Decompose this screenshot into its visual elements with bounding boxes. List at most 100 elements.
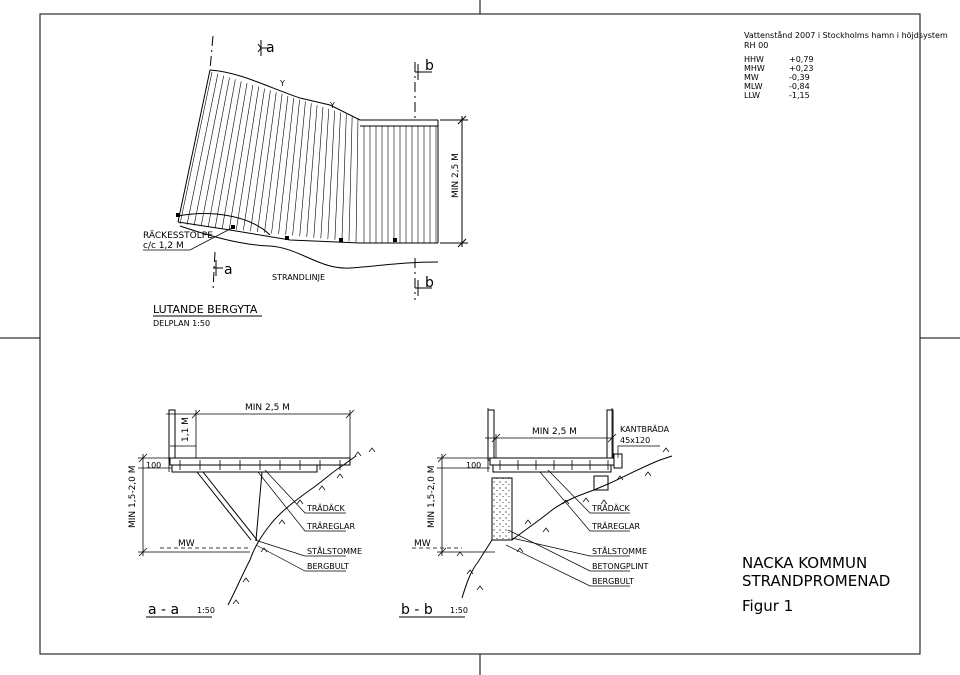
rock-mark <box>516 547 524 553</box>
label-trareglar-a: TRÄREGLAR <box>306 521 356 531</box>
water-level-system: RH 00 <box>744 41 768 50</box>
railing-posts <box>176 213 397 242</box>
deck-board-line <box>327 110 335 240</box>
deck-board-line <box>200 77 230 227</box>
rock-mark <box>232 599 240 605</box>
deck-board-line <box>264 94 283 233</box>
title-line-2: STRANDPROMENAD <box>742 572 890 590</box>
deck-board-line <box>348 116 353 242</box>
section-a-mw-label: MW <box>178 539 195 549</box>
wl-label-mlw: MLW <box>744 82 763 91</box>
rock-mark <box>466 569 474 575</box>
wl-label-hhw: HHW <box>744 55 764 64</box>
section-b: MIN 2,5 M 100 MIN 1,5-2,0 M MW KANTBRÄDA… <box>399 408 673 618</box>
section-a-title: a - a <box>148 602 179 618</box>
section-a-label-bottom: a <box>224 262 233 278</box>
section-a-leaders <box>254 469 346 572</box>
deck-board-line <box>257 92 277 232</box>
deck-board-line <box>285 99 300 235</box>
deck-board-line <box>334 112 341 240</box>
plan-width-dimension <box>440 115 468 248</box>
rock-mark <box>278 519 286 525</box>
section-marker-a-bottom <box>212 251 223 291</box>
section-marker-b-bottom <box>414 258 432 300</box>
wl-label-mhw: MHW <box>744 64 765 73</box>
post-label-1: RÄCKESSTOLPE <box>143 230 213 241</box>
label-bergbult-b: BERGBULT <box>592 577 634 586</box>
deck-board-line <box>214 81 242 228</box>
rock-profile-a <box>227 455 357 606</box>
section-marker-a-top <box>209 35 270 71</box>
section-b-mw-label: MW <box>414 539 431 549</box>
wl-value-llw: -1,15 <box>789 91 810 100</box>
deck-board-line <box>320 108 330 239</box>
deck-board-line <box>243 88 265 231</box>
wl-value-mlw: -0,84 <box>789 82 810 91</box>
title-line-1: NACKA KOMMUN <box>742 554 867 572</box>
wl-value-mhw: +0,23 <box>789 64 814 73</box>
deck-board-line <box>186 73 219 225</box>
section-b-label-top: b <box>425 58 434 74</box>
wl-value-hhw: +0,79 <box>789 55 814 64</box>
rock-mark <box>318 485 326 491</box>
plan-width-label: MIN 2,5 M <box>451 153 461 198</box>
section-a-label-top: a <box>266 40 275 56</box>
rock-mark <box>476 585 484 591</box>
label-stalstomme-a: STÅLSTOMME <box>307 545 362 556</box>
section-a-height-label: MIN 1,5-2,0 M <box>128 465 138 528</box>
section-b-deck <box>489 453 623 473</box>
shoreline <box>179 225 439 269</box>
deck-board-line <box>355 117 359 243</box>
plan-title: LUTANDE BERGYTA <box>153 303 258 316</box>
rock-mark <box>368 447 376 453</box>
railing-post-a <box>168 409 176 461</box>
rock-mark <box>582 497 590 503</box>
section-b-label-bottom: b <box>425 275 434 291</box>
plan-subtitle: DELPLAN 1:50 <box>153 319 210 328</box>
rock-profile-b <box>461 455 673 599</box>
section-b-scale: 1:50 <box>450 606 468 615</box>
section-marker-b-top <box>414 62 432 120</box>
deck-board-line <box>193 75 224 226</box>
deck-board-line <box>292 101 306 236</box>
section-b-leaders <box>505 445 660 587</box>
edge-board-label-2: 45x120 <box>620 436 650 445</box>
water-level-heading: Vattenstånd 2007 i Stockholms hamn i höj… <box>744 30 948 40</box>
plan-y-marker-2: Y <box>329 101 335 110</box>
deck-board-line <box>221 82 248 229</box>
deck-joist-markers <box>499 460 609 470</box>
wl-value-mw: -0,39 <box>789 73 810 82</box>
plan-outline <box>177 69 439 244</box>
deck-board-line <box>313 106 324 238</box>
deck-board-line <box>341 114 347 241</box>
deck-board-line <box>299 103 312 237</box>
rock-mark <box>456 551 464 557</box>
label-betongplint-b: BETONGPLINT <box>592 562 649 571</box>
section-b-dimensions <box>412 408 617 557</box>
concrete-plinth-small <box>593 475 609 491</box>
rock-mark <box>354 451 362 457</box>
label-bergbult-a: BERGBULT <box>307 562 349 571</box>
section-a: MIN 2,5 M 1,1 M 100 MIN 1,5-2,0 M MW TRÄ… <box>128 403 362 618</box>
section-a-scale: 1:50 <box>197 606 215 615</box>
post-label-2: c/c 1,2 M <box>143 241 184 251</box>
label-trareglar-b: TRÄREGLAR <box>591 521 641 531</box>
section-b-title: b - b <box>401 602 433 618</box>
rock-mark <box>296 499 304 505</box>
edge-board-label-1: KANTBRÄDA <box>620 424 670 434</box>
deck-board-hatching <box>179 71 437 243</box>
section-a-rail-label: 1,1 M <box>181 417 191 442</box>
deck-joist-markers <box>179 460 341 470</box>
deck-board-line <box>179 71 213 225</box>
deck-board-line <box>278 97 295 235</box>
rock-mark <box>644 471 652 477</box>
post-leader <box>143 227 233 251</box>
plan-view: a Y Y b a b MIN 2, <box>143 35 468 328</box>
deck-board-line <box>306 105 318 237</box>
rock-mark <box>562 499 570 505</box>
deck-board-line <box>271 95 289 234</box>
deck-board-line <box>207 79 236 227</box>
deck-board-line <box>236 86 260 230</box>
section-a-width-label: MIN 2,5 M <box>245 403 290 413</box>
